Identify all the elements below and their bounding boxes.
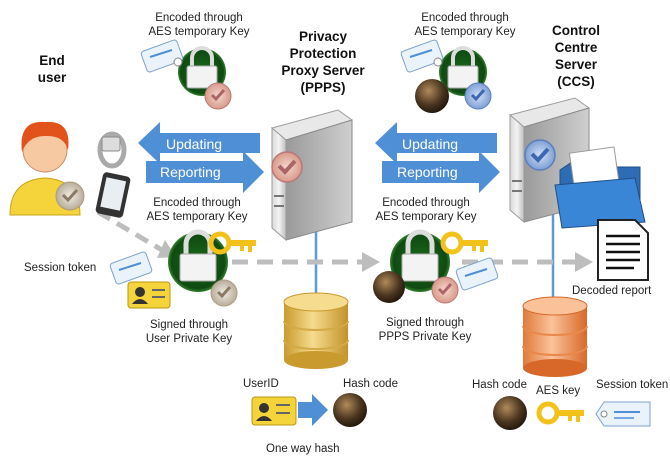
folder-icon — [554, 146, 646, 229]
token-tag-icon — [455, 257, 499, 291]
token-tag-icon — [140, 39, 184, 73]
one-way-hash-label: One way hash — [266, 443, 340, 455]
ppps-server-icon — [270, 109, 354, 242]
aes-key-label: AES key — [536, 385, 581, 397]
token-tag-icon — [400, 39, 444, 73]
token-tag-icon — [109, 251, 153, 285]
userid-card-icon — [251, 396, 297, 426]
globe-hash-icon — [493, 396, 527, 430]
seal-gray-icon — [210, 279, 238, 307]
decoded-report-label: Decoded report — [572, 285, 652, 297]
ppps-seal-icon — [271, 151, 303, 183]
updating-label-right: Updating — [402, 136, 459, 152]
hash-code-label-left: Hash code — [343, 378, 398, 390]
updating-arrow-right — [375, 122, 497, 164]
one-way-hash-arrow — [298, 394, 328, 426]
hash-code-label-right: Hash code — [472, 379, 527, 391]
ccs-database-icon — [522, 296, 588, 377]
reporting-label-right: Reporting — [397, 164, 458, 180]
key-icon — [208, 231, 256, 255]
smartphone-icon — [95, 172, 131, 218]
ppps-database-icon — [283, 292, 349, 369]
key-icon — [440, 231, 488, 255]
ccs-title: Control Centre Server (CCS) — [552, 23, 600, 89]
globe-hash-icon — [333, 393, 367, 427]
decoded-report-icon — [597, 219, 649, 281]
ppps-title: Privacy Protection Proxy Server (PPPS) — [281, 29, 365, 95]
session-token-tag-icon — [595, 401, 651, 427]
end-user-title: End user — [37, 53, 67, 85]
globe-hash-icon — [373, 271, 405, 303]
updating-arrow-left — [138, 122, 260, 164]
reporting-arrow-left — [146, 151, 264, 193]
globe-hash-icon — [415, 79, 449, 113]
end-user-avatar-icon — [9, 121, 85, 216]
seal-pink-icon — [431, 276, 459, 304]
encoded-label-top-right: Encoded through AES temporary Key — [414, 12, 516, 38]
dashed-arrowhead — [362, 252, 380, 272]
encoded-label-top-left: Encoded through AES temporary Key — [148, 12, 250, 38]
dashed-flow-user-to-lock — [96, 209, 164, 253]
lock-signed-ppps-icon — [390, 229, 450, 292]
seal-blue-icon — [464, 82, 492, 110]
signed-ppps-label: Signed through PPPS Private Key — [378, 317, 472, 343]
seal-pink-icon — [204, 82, 232, 110]
session-token-label-right: Session token — [596, 379, 669, 391]
signed-user-label: Signed through User Private Key — [145, 319, 233, 345]
aes-key-icon — [536, 401, 584, 425]
smartwatch-icon — [97, 131, 127, 169]
updating-label-left: Updating — [166, 136, 223, 152]
reporting-arrow-right — [382, 151, 500, 193]
encoded-label-mid-left: Encoded through AES temporary Key — [146, 197, 248, 223]
session-token-label-left: Session token — [24, 262, 97, 274]
userid-label: UserID — [243, 378, 279, 390]
dashed-arrowhead — [575, 252, 593, 272]
ccs-seal-icon — [524, 139, 556, 171]
reporting-label-left: Reporting — [160, 164, 221, 180]
encoded-label-mid-right: Encoded through AES temporary Key — [375, 197, 477, 223]
id-card-icon — [127, 281, 171, 309]
